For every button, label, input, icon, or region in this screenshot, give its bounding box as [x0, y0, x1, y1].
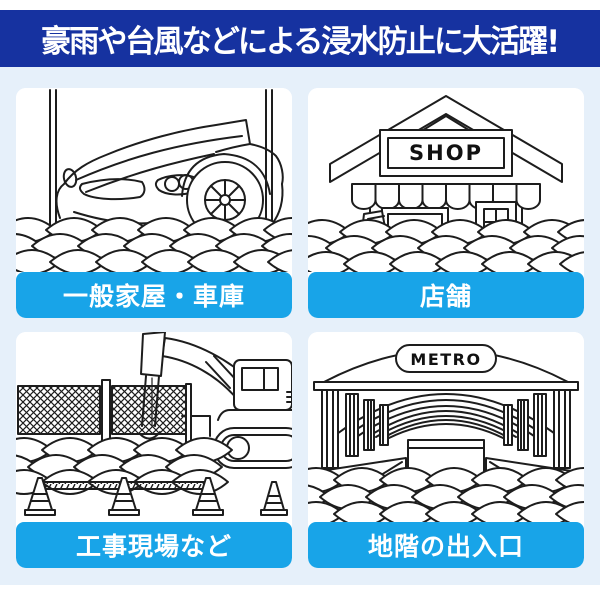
shop-sign-text: SHOP [409, 141, 483, 165]
panel-house-garage: 一般家屋・車庫 [16, 88, 292, 318]
canopy-beam [313, 381, 579, 391]
shop-illustration: SHOP [308, 88, 584, 272]
metro-entrance-icon: METRO [308, 344, 584, 522]
traffic-cone [24, 477, 56, 516]
panel-label-house-garage: 一般家屋・車庫 [16, 272, 292, 318]
side-columns [321, 389, 571, 469]
metro-illustration: METRO [308, 332, 584, 522]
traffic-cone [192, 477, 224, 516]
garage-posts [49, 89, 273, 229]
excavator [161, 337, 292, 469]
header-banner: 豪雨や台風などによる浸水防止に大活躍! [0, 10, 600, 67]
garage-car-illustration [16, 88, 292, 272]
panel-label-construction: 工事現場など [16, 522, 292, 568]
header-title: 豪雨や台風などによる浸水防止に大活躍! [41, 24, 560, 60]
metro-sign-text: METRO [410, 350, 481, 369]
sandbags [308, 219, 584, 272]
panel-label-metro: 地階の出入口 [308, 522, 584, 568]
excavator-arm [139, 332, 166, 440]
metro-sign-oval [395, 344, 497, 373]
content-area: 一般家屋・車庫 [0, 67, 600, 585]
panel-label-shop: 店舗 [308, 272, 584, 318]
panel-shop: SHOP 店舗 [308, 88, 584, 318]
traffic-cone [108, 477, 140, 516]
construction-illustration [16, 332, 292, 522]
traffic-cone [260, 481, 288, 516]
shop-icon: SHOP [308, 95, 584, 272]
chain-link-fence [17, 379, 192, 453]
shop-roof [329, 95, 563, 183]
panel-construction: 工事現場など [16, 332, 292, 568]
sandbags [308, 467, 584, 522]
sandbags [16, 217, 292, 272]
garage-car-icon [16, 89, 292, 272]
construction-icon [16, 332, 292, 516]
panel-metro-entrance: METRO 地階の出入口 [308, 332, 584, 568]
